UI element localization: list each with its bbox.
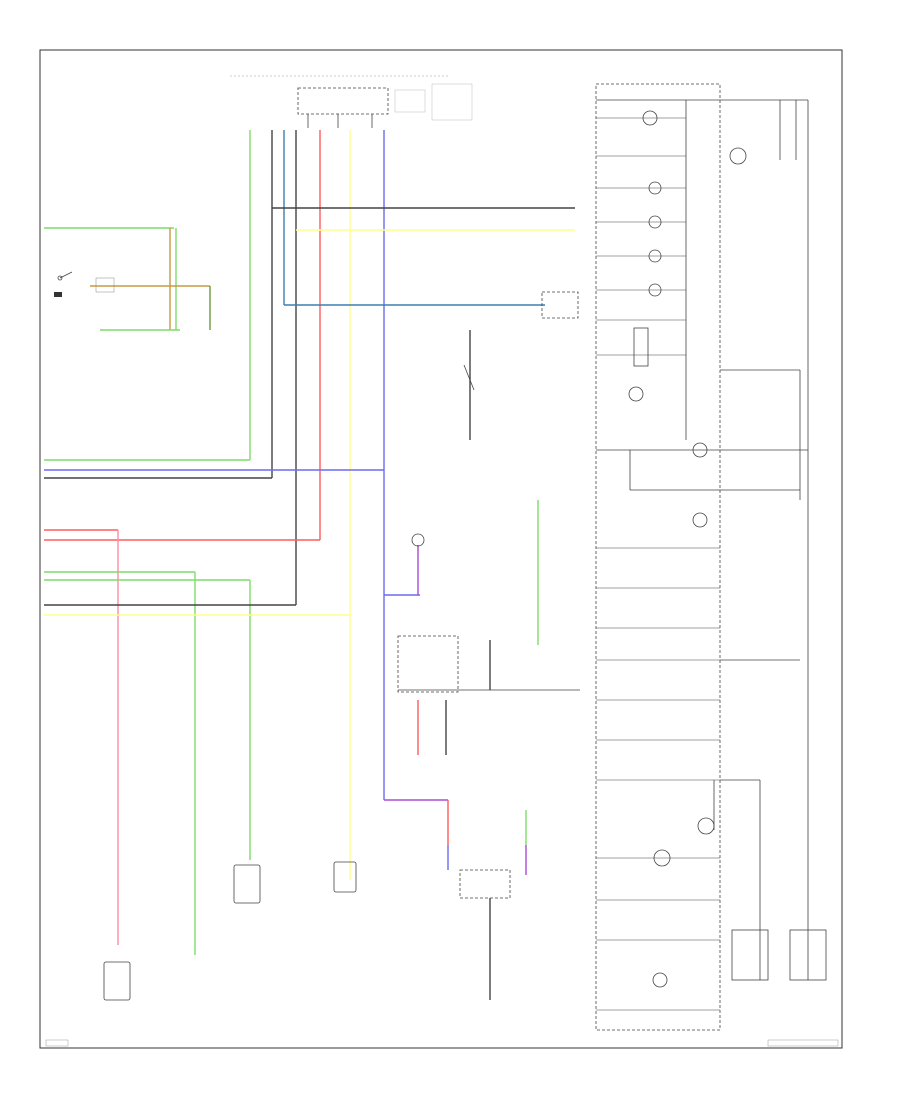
corner-mark	[767, 1039, 839, 1047]
horizontal-runs	[272, 207, 579, 319]
fuse-box	[230, 75, 473, 128]
corner-mark	[45, 1039, 69, 1047]
diagram-frame	[39, 49, 843, 1049]
fuse-verticals	[249, 130, 385, 880]
gauge-assembly	[595, 83, 827, 1031]
center-components	[384, 330, 580, 1000]
gauge-lamps	[596, 110, 720, 1011]
harness-left	[44, 459, 384, 1001]
brake-switch	[44, 227, 211, 331]
